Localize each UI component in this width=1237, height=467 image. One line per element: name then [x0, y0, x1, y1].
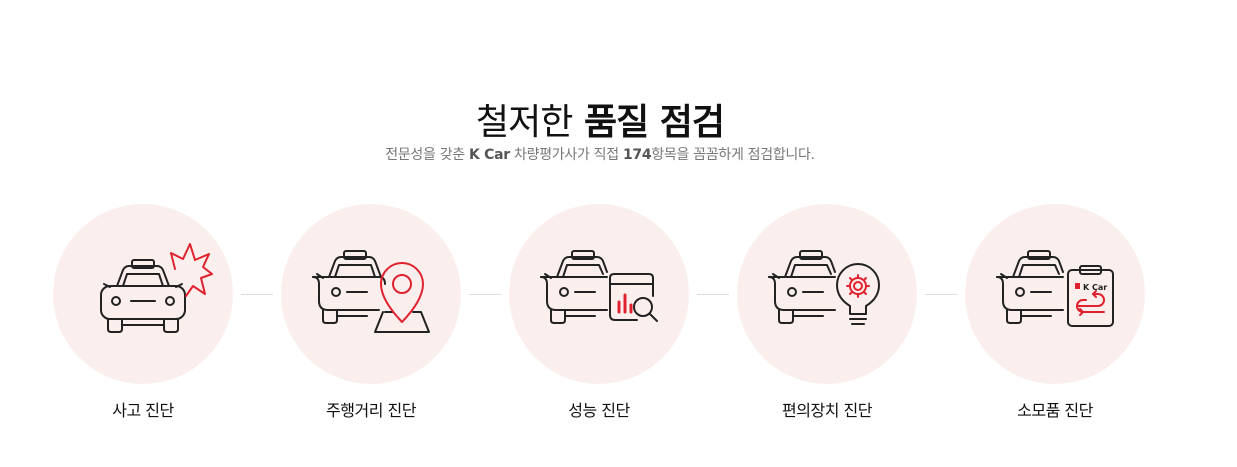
subtitle-brand: K Car: [469, 147, 510, 163]
section-subtitle: 전문성을 갖춘 K Car 차량평가사가 직접 174항목을 꼼꼼하게 점검합니…: [0, 144, 1200, 166]
step-consumables-diagnosis: K Car 소모품 진단: [965, 204, 1145, 420]
step-label: 소모품 진단: [1017, 401, 1093, 420]
step-circle: [737, 204, 917, 384]
car-performance-report-icon: [540, 250, 658, 324]
step-label: 편의장치 진단: [782, 401, 872, 420]
title-bold: 품질 점검: [583, 101, 725, 143]
step-label: 주행거리 진단: [326, 401, 416, 420]
step-circle: [53, 204, 233, 384]
car-consumables-document-icon: K Car: [996, 250, 1114, 327]
step-circle: [281, 204, 461, 384]
step-convenience-diagnosis: 편의장치 진단: [737, 204, 917, 420]
section-title: 철저한 품질 점검: [0, 100, 1200, 146]
title-light: 철저한: [476, 101, 573, 143]
connector-line: [469, 294, 501, 295]
step-circle: [509, 204, 689, 384]
connector-line: [925, 294, 957, 295]
kcar-logo-mark: [1075, 283, 1080, 289]
subtitle-count: 174: [622, 147, 652, 163]
step-circle: K Car: [965, 204, 1145, 384]
subtitle-text-1: 전문성을 갖춘: [385, 147, 470, 163]
connector-line: [697, 294, 729, 295]
kcar-badge-text: K Car: [1083, 283, 1107, 292]
car-mileage-location-icon: [312, 250, 430, 333]
step-mileage-diagnosis: 주행거리 진단: [281, 204, 461, 420]
car-convenience-gear-icon: [768, 250, 880, 325]
step-performance-diagnosis: 성능 진단: [509, 204, 689, 420]
subtitle-text-2: 차량평가사가 직접: [509, 147, 623, 163]
subtitle-text-3: 항목을 꼼꼼하게 점검합니다.: [651, 147, 815, 163]
step-label: 사고 진단: [112, 401, 174, 420]
step-label: 성능 진단: [568, 401, 630, 420]
car-accident-icon: [100, 243, 213, 333]
connector-line: [241, 294, 273, 295]
step-accident-diagnosis: 사고 진단: [53, 204, 233, 420]
